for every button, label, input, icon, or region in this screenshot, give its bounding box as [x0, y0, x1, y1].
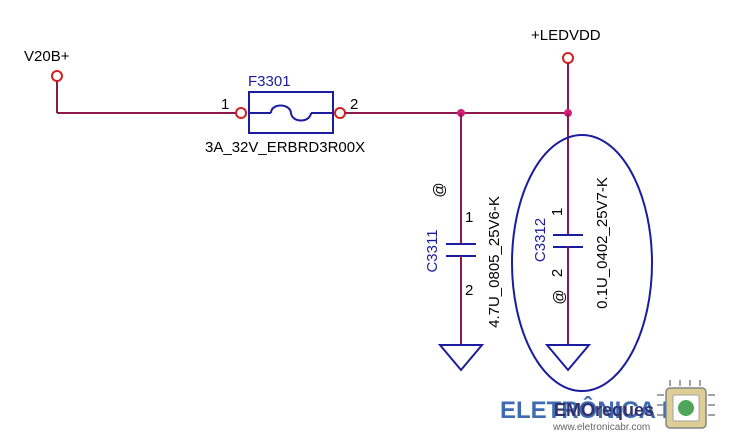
fuse-element	[270, 104, 312, 122]
v20b-label: V20B+	[24, 48, 70, 65]
fuse-pin1-number: 1	[221, 96, 229, 113]
watermark-chip-icon	[657, 380, 715, 429]
c3311-marker: @	[431, 182, 448, 197]
fuse-value-label: 3A_32V_ERBRD3R00X	[205, 139, 365, 156]
c3312-ref-label: C3312	[532, 218, 549, 262]
capacitor-c3312: 1 2 @ C3312 0.1U_0402_25V7-K	[532, 113, 611, 372]
c3312-marker: @	[551, 289, 568, 304]
c3311-ref-label: C3311	[424, 229, 441, 272]
c3311-value-label: 4.7U_0805_25V6-K	[486, 196, 503, 328]
ledvdd-label: +LEDVDD	[531, 27, 601, 44]
v20b-pin-circle	[51, 70, 63, 82]
watermark-overlay-text: EMOreques	[554, 400, 654, 420]
v20b-supply: V20B+	[24, 48, 70, 113]
fuse-pin2-number: 2	[350, 96, 358, 113]
c3312-value-label: 0.1U_0402_25V7-K	[594, 177, 611, 309]
watermark-url: www.eletronicabr.com	[552, 422, 650, 433]
watermark-brand: ELETRÔNICA BR	[500, 396, 696, 424]
fuse-ref-label: F3301	[248, 73, 291, 90]
fuse-pin2-circle	[334, 107, 346, 119]
c3311-pin2-number: 2	[465, 282, 473, 299]
ledvdd-pin-circle	[562, 52, 574, 64]
c3312-ground-icon	[544, 344, 592, 372]
c3311-ground-icon	[437, 344, 485, 372]
ledvdd-supply: +LEDVDD	[531, 27, 601, 113]
capacitor-c3311: 1 2 @ C3311 4.7U_0805_25V6-K	[424, 113, 503, 372]
fuse-pin1-circle	[235, 107, 247, 119]
highlight-ellipse	[511, 134, 653, 392]
fuse-f3301: 1 2 F3301 3A_32V_ERBRD3R00X	[205, 73, 365, 156]
c3311-pin1-number: 1	[465, 209, 473, 226]
c3312-pin2-number: 2	[549, 269, 566, 277]
c3312-pin1-number: 1	[549, 208, 566, 216]
watermark: ELETRÔNICA BR www.eletronicabr.com EMOre…	[500, 380, 715, 433]
